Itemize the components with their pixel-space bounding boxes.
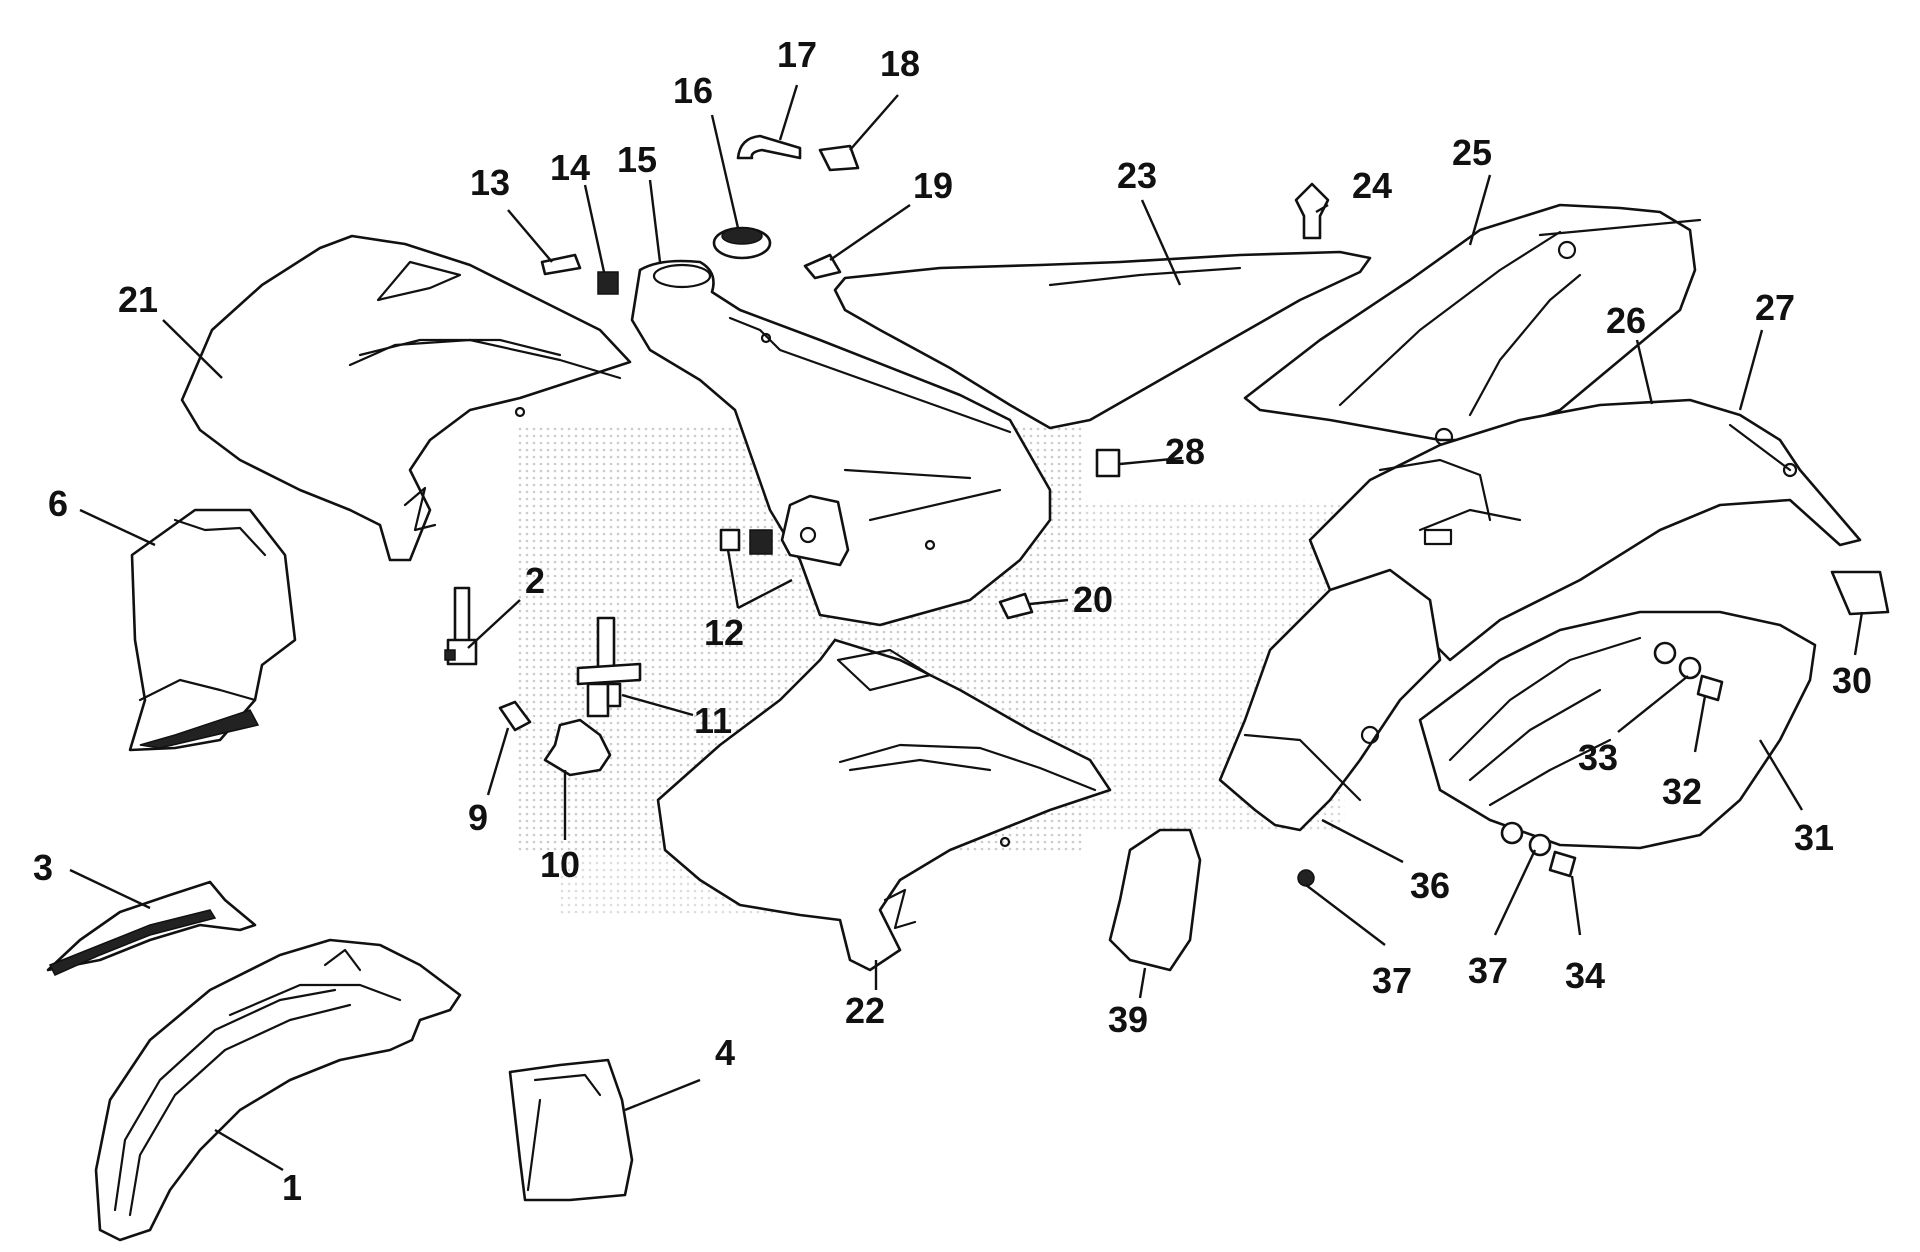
callout-12: 12 [704,612,744,653]
callout-1: 1 [282,1167,302,1208]
small-hardware [444,134,1724,887]
callout-2: 2 [525,560,545,601]
callout-labels: 1 2 3 4 6 9 10 11 12 13 14 15 16 17 18 1… [33,34,1872,1208]
callout-10: 10 [540,844,580,885]
callout-30: 30 [1832,660,1872,701]
callout-37: 37 [1372,960,1412,1001]
callout-19: 19 [913,165,953,206]
callout-13: 13 [470,162,510,203]
callout-37-b: 37 [1468,950,1508,991]
callout-23: 23 [1117,155,1157,196]
leader-lines [69,84,1864,1172]
callout-27: 27 [1755,287,1795,328]
part-31-side-panel [1418,610,1817,850]
callout-16: 16 [673,70,713,111]
callout-39: 39 [1108,999,1148,1040]
callout-22: 22 [845,990,885,1031]
callout-4: 4 [715,1032,735,1073]
part-30-reflector [1830,570,1890,616]
callout-21: 21 [118,279,158,320]
callout-34: 34 [1565,955,1605,996]
callout-25: 25 [1452,132,1492,173]
callout-9: 9 [468,797,488,838]
callout-20: 20 [1073,579,1113,620]
part-6-front-number-plate [128,508,297,752]
part-1-front-fender [94,938,462,1242]
callout-14: 14 [550,147,590,188]
part-22-right-radiator-shroud [656,638,1112,972]
callout-6: 6 [48,483,68,524]
callout-28: 28 [1165,431,1205,472]
callout-11: 11 [694,700,732,741]
tank-mount-bracket [780,494,850,567]
callout-26: 26 [1606,300,1646,341]
callout-33: 33 [1578,737,1618,778]
part-4-bag [508,1058,634,1202]
callout-3: 3 [33,847,53,888]
part-36-inner-mudguard [1218,568,1442,832]
part-15-fuel-tank [630,259,1052,627]
callout-32: 32 [1662,771,1702,812]
callout-18: 18 [880,43,920,84]
callout-24: 24 [1352,165,1392,206]
part-39-mudflap [1108,828,1202,972]
callout-31: 31 [1794,817,1834,858]
callout-15: 15 [617,139,657,180]
part-23-seat [833,250,1372,430]
callout-36: 36 [1410,865,1450,906]
part-21-left-radiator-shroud [180,234,632,562]
callout-17: 17 [777,34,817,75]
part-3-headlight-mask [46,880,257,976]
